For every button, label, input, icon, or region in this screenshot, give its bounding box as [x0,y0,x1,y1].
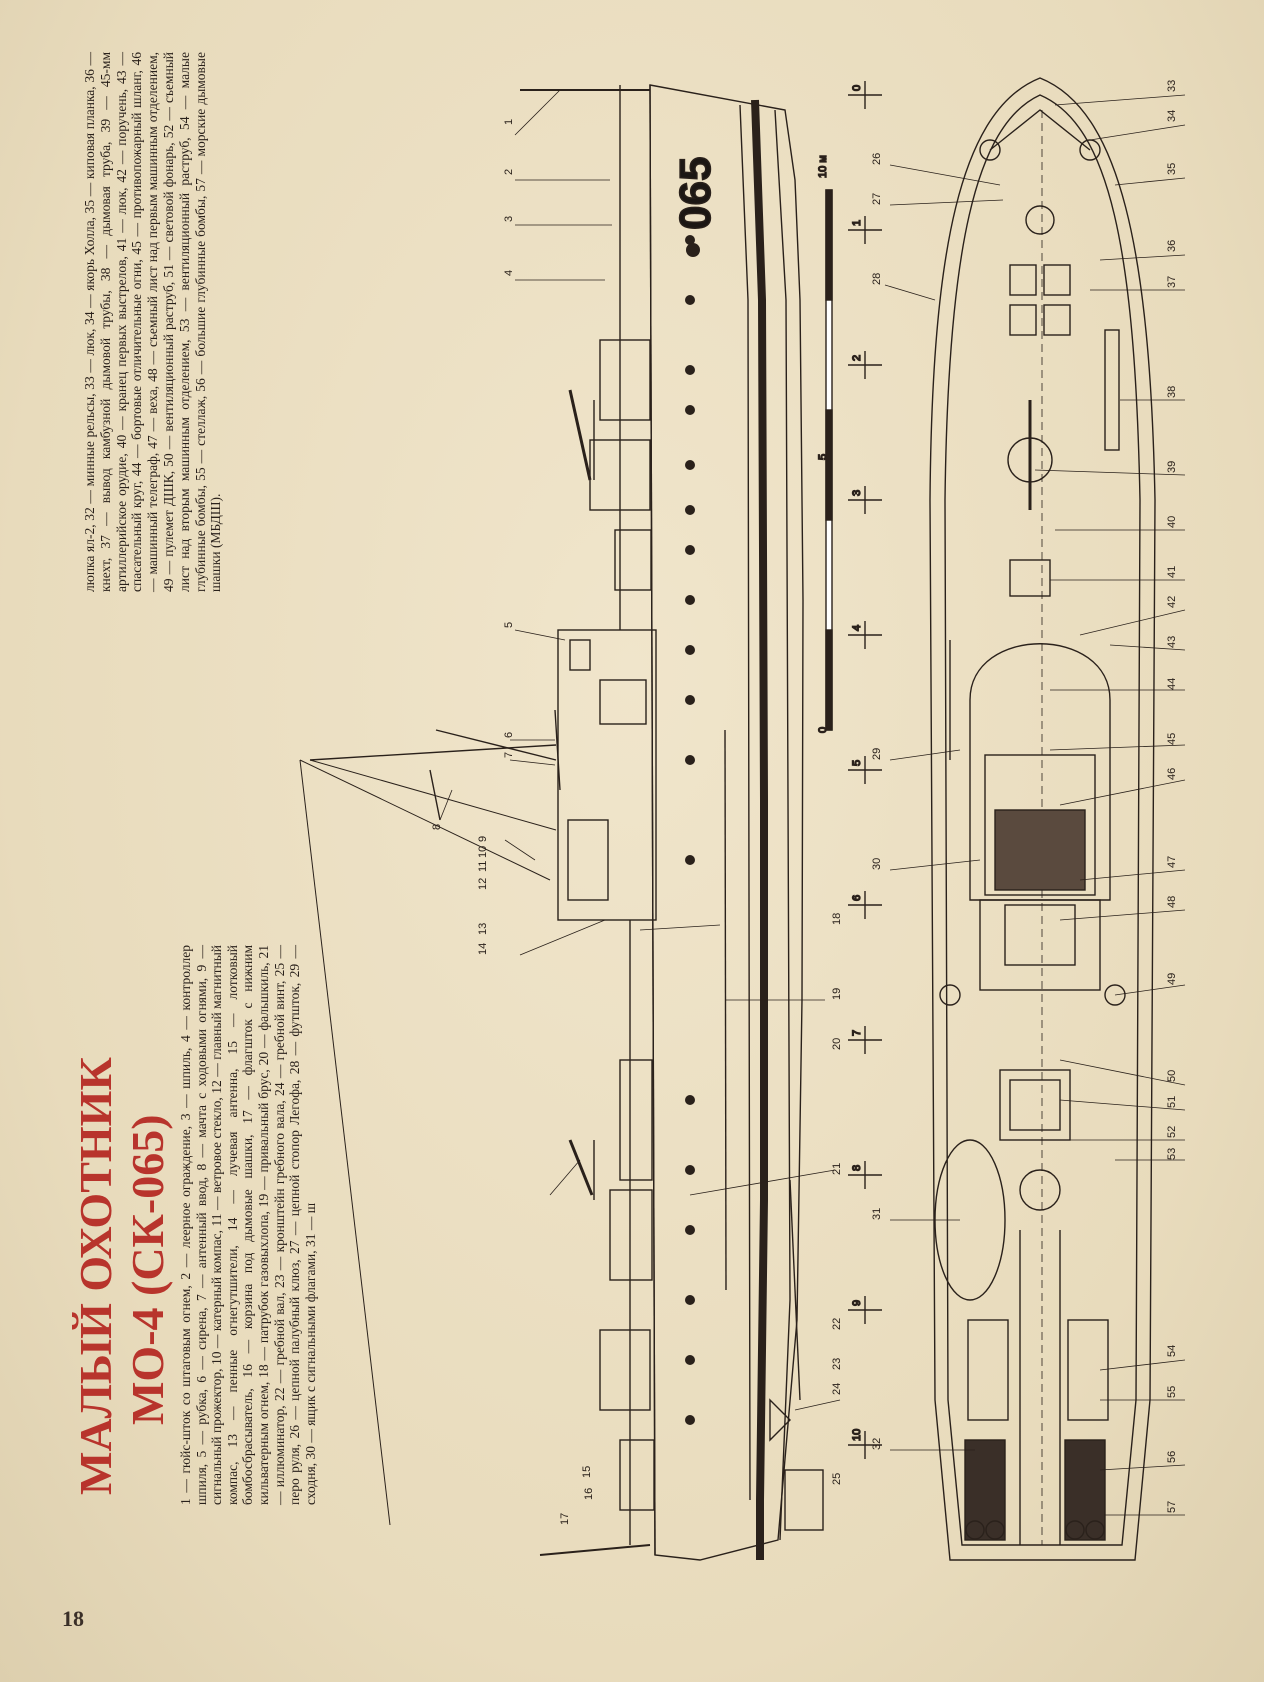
callout-number-plan: 54 [1166,1345,1178,1357]
callout-number-plan: 34 [1166,110,1178,122]
callout-number-side: 5 [503,622,515,628]
callout-number-side: 1 [503,119,515,125]
callout-number-side: 3 [503,216,515,222]
station-marker: 7 [848,1026,882,1054]
callout-number-side: 7 [503,752,515,758]
callout-number-plan: 41 [1166,566,1178,578]
callout-number-plan: 38 [1166,386,1178,398]
callout-number-side: 4 [503,270,515,276]
station-label: 5 [851,760,863,766]
callout-number-plan: 28 [871,273,883,285]
station-label: 1 [851,220,863,226]
callout-number-plan: 31 [871,1208,883,1220]
callout-number-plan: 26 [871,153,883,165]
callout-number-plan: 52 [1166,1126,1178,1138]
callout-number-plan: 32 [871,1438,883,1450]
station-label: 2 [851,355,863,361]
station-markers: 0 1 2 3 4 5 6 7 8 9 10 [848,81,882,1459]
callout-number-plan: 36 [1166,240,1178,252]
station-label: 7 [851,1030,863,1036]
callout-number-plan: 48 [1166,896,1178,908]
callout-number-side: 11 [477,861,489,872]
scale-tick-5: 5 [817,454,829,460]
station-label: 10 [851,1429,863,1441]
callout-number-plan: 39 [1166,461,1178,473]
station-marker: 9 [848,1296,882,1324]
station-label: 4 [851,625,863,631]
callout-number-side: 21 [831,1163,843,1175]
callout-number-side: 25 [831,1473,843,1485]
callout-number-plan: 45 [1166,733,1178,745]
callout-number-plan: 40 [1166,516,1178,528]
callout-number-plan: 33 [1166,80,1178,92]
station-marker: 2 [848,351,882,379]
callout-number-plan: 30 [871,858,883,870]
station-marker: 3 [848,486,882,514]
callout-number-side: 23 [831,1358,843,1370]
hull-number: 065 [671,157,720,230]
callout-number-plan: 49 [1166,973,1178,985]
station-marker: 4 [848,621,882,649]
deck-plan-view [929,77,1156,1561]
callout-leaders [439,89,1186,1516]
flag-locker-grid [994,809,1086,891]
station-marker: 8 [848,1161,882,1189]
station-marker: 6 [848,891,882,919]
callout-number-side: 15 [581,1466,593,1478]
callout-number-side: 12 [477,878,489,890]
station-marker: 10 [848,1428,882,1459]
callout-number-side: 18 [831,913,843,925]
porthole-row [685,235,695,1425]
station-marker: 1 [848,216,882,244]
callout-number-side: 9 [477,836,489,842]
callout-number-side: 20 [831,1038,843,1050]
callout-labels: 1234567891011121314151617181920212223242… [431,80,1178,1525]
page-number: 18 [62,1606,84,1631]
callout-number-plan: 42 [1166,596,1178,608]
callout-number-plan: 37 [1166,276,1178,288]
callout-number-side: 22 [831,1318,843,1330]
station-label: 9 [851,1300,863,1306]
callout-number-side: 14 [477,943,489,955]
callout-number-side: 17 [559,1513,571,1525]
callout-number-plan: 56 [1166,1451,1178,1463]
callout-number-plan: 50 [1166,1070,1178,1082]
side-elevation-view: 065 [299,84,824,1561]
callout-number-side: 19 [831,988,843,1000]
callout-number-side: 2 [503,169,515,175]
station-label: 0 [851,85,863,91]
station-label: 8 [851,1165,863,1171]
callout-number-side: 16 [583,1488,595,1500]
callout-number-plan: 29 [871,748,883,760]
station-marker: 0 [848,81,882,109]
callout-number-plan: 46 [1166,768,1178,780]
scale-tick-0: 0 [817,727,829,733]
callout-number-side: 13 [477,923,489,935]
callout-number-plan: 53 [1166,1148,1178,1160]
callout-number-plan: 27 [871,193,883,205]
callout-number-side: 6 [503,732,515,738]
station-marker: 5 [848,756,882,784]
callout-number-side: 10 [477,846,489,858]
callout-number-plan: 43 [1166,636,1178,648]
callout-number-plan: 44 [1166,678,1178,690]
callout-number-plan: 47 [1166,856,1178,868]
station-label: 3 [851,490,863,496]
callout-number-side: 8 [431,824,443,830]
callout-number-plan: 57 [1166,1501,1178,1513]
callout-number-plan: 35 [1166,163,1178,175]
callout-number-side: 24 [831,1383,843,1395]
scale-label-10m: 10 м [817,155,829,178]
scale-bar: 10 м 0 5 [816,154,833,734]
station-label: 6 [851,895,863,901]
callout-number-plan: 55 [1166,1386,1178,1398]
callout-number-plan: 51 [1166,1096,1178,1108]
